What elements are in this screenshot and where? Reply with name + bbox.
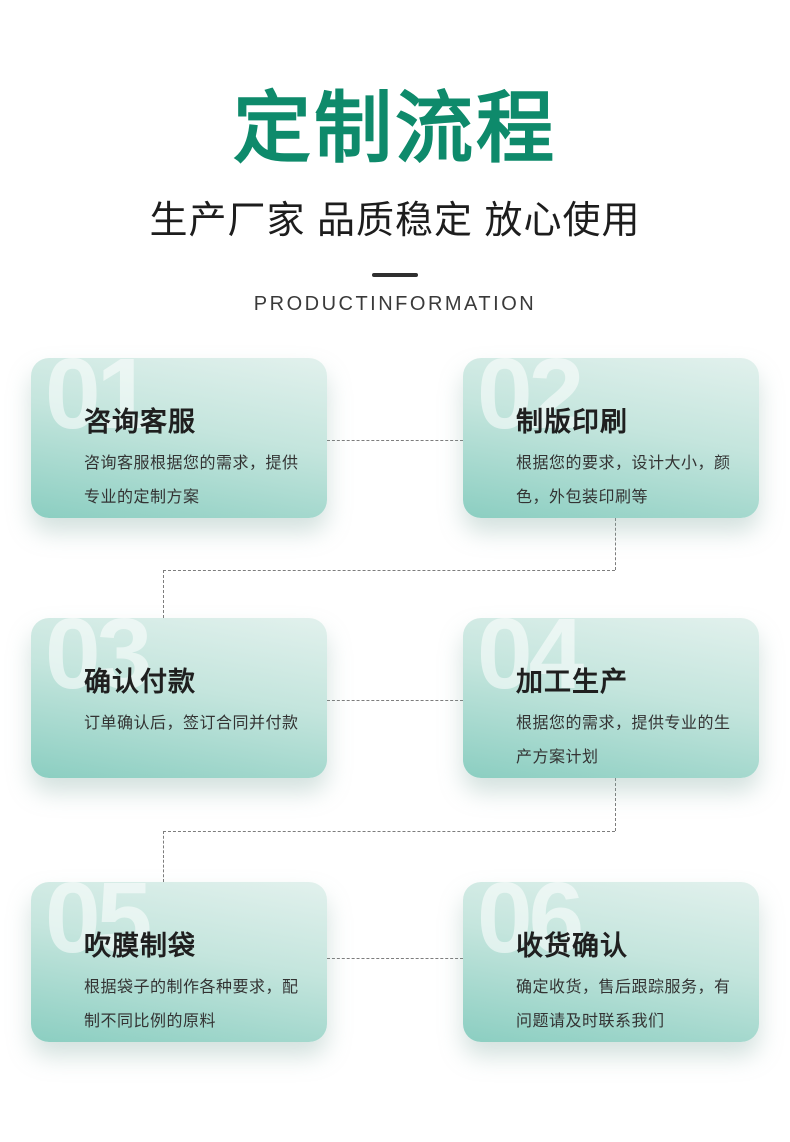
connector-step1-step2	[327, 440, 463, 441]
step-number: 01	[45, 358, 152, 450]
connector-step2-step3-across	[163, 570, 615, 571]
step-number: 02	[477, 358, 584, 450]
step-card-4: 04 加工生产 根据您的需求，提供专业的生产方案计划	[463, 618, 759, 778]
step-content: 收货确认 确定收货，售后跟踪服务，有问题请及时联系我们	[516, 924, 738, 1039]
connector-step3-drop	[163, 570, 164, 618]
step-content: 加工生产 根据您的需求，提供专业的生产方案计划	[516, 660, 738, 775]
step-content: 制版印刷 根据您的要求，设计大小，颜色，外包装印刷等	[516, 400, 738, 515]
step-number: 04	[477, 618, 584, 710]
step-card-5: 05 吹膜制袋 根据袋子的制作各种要求，配制不同比例的原料	[31, 882, 327, 1042]
step-content: 吹膜制袋 根据袋子的制作各种要求，配制不同比例的原料	[84, 924, 306, 1039]
step-description: 咨询客服根据您的需求，提供专业的定制方案	[84, 455, 299, 506]
step-description: 根据您的要求，设计大小，颜色，外包装印刷等	[516, 455, 731, 506]
connector-step2-down	[615, 518, 616, 570]
step-card-2: 02 制版印刷 根据您的要求，设计大小，颜色，外包装印刷等	[463, 358, 759, 518]
section-caption: PRODUCTINFORMATION	[253, 293, 537, 315]
step-title: 加工生产	[516, 667, 628, 697]
step-description: 根据您的需求，提供专业的生产方案计划	[516, 715, 731, 766]
step-card-6: 06 收货确认 确定收货，售后跟踪服务，有问题请及时联系我们	[463, 882, 759, 1042]
connector-step5-drop	[163, 831, 164, 882]
step-title: 咨询客服	[84, 407, 196, 437]
step-number: 06	[477, 882, 584, 974]
connector-step4-step5-across	[163, 831, 615, 832]
connector-step4-down	[615, 778, 616, 831]
title-divider	[372, 273, 418, 277]
step-description: 根据袋子的制作各种要求，配制不同比例的原料	[84, 979, 299, 1030]
step-number: 03	[45, 618, 152, 710]
step-title: 确认付款	[84, 667, 196, 697]
step-card-1: 01 咨询客服 咨询客服根据您的需求，提供专业的定制方案	[31, 358, 327, 518]
step-description: 订单确认后，签订合同并付款	[84, 715, 299, 732]
step-title: 收货确认	[516, 931, 628, 961]
connector-step3-step4	[327, 700, 463, 701]
connector-step5-step6	[327, 958, 463, 959]
page-title: 定制流程	[232, 84, 557, 172]
step-title: 制版印刷	[516, 407, 628, 437]
step-content: 确认付款 订单确认后，签订合同并付款	[84, 660, 306, 741]
step-description: 确定收货，售后跟踪服务，有问题请及时联系我们	[516, 979, 731, 1030]
step-title: 吹膜制袋	[84, 931, 196, 961]
step-content: 咨询客服 咨询客服根据您的需求，提供专业的定制方案	[84, 400, 306, 515]
page-subtitle: 生产厂家 品质稳定 放心使用	[149, 200, 641, 242]
step-number: 05	[45, 882, 152, 974]
step-card-3: 03 确认付款 订单确认后，签订合同并付款	[31, 618, 327, 778]
